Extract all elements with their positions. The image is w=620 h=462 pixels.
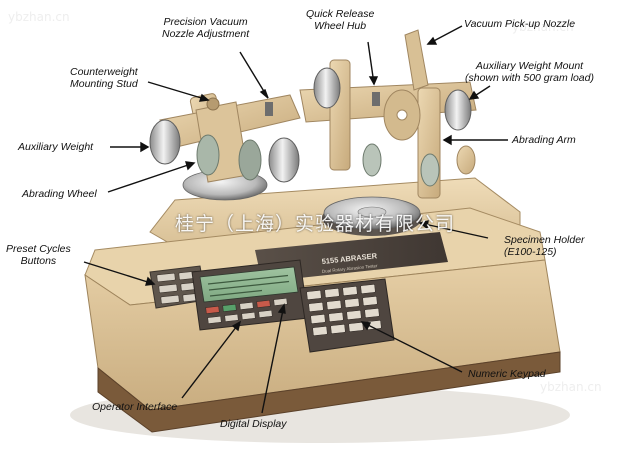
- watermark: ybzhan.cn: [540, 380, 602, 394]
- auxiliary-weight-left: [149, 119, 181, 165]
- watermark: ybzhan.cn: [8, 10, 70, 24]
- operator-key-green[interactable]: [222, 304, 237, 312]
- label-operator-interface: Operator Interface: [92, 401, 178, 413]
- arrowhead: [145, 276, 156, 286]
- arrowhead: [277, 303, 286, 314]
- company-watermark-banner: 桂宁（上海）实验器材有限公司: [174, 213, 455, 235]
- operator-key-red[interactable]: [205, 306, 220, 314]
- left-arm-assembly: [149, 93, 301, 183]
- abrading-wheel-right: [420, 153, 440, 187]
- arrowhead: [231, 320, 242, 332]
- preset-button[interactable]: [156, 272, 176, 283]
- operator-key[interactable]: [258, 310, 273, 318]
- specimen-holder-hub: [357, 206, 387, 218]
- arrowhead: [442, 134, 452, 146]
- label-vacuum-pickup-nozzle: Vacuum Pick-up Nozzle: [464, 18, 576, 30]
- counterweight-stud: [206, 97, 220, 111]
- preset-buttons: [156, 270, 202, 305]
- label-numeric-keypad: Numeric Keypad: [468, 368, 546, 380]
- label-abrading-arm: Abrading Arm: [512, 134, 576, 146]
- digital-display-screen: [199, 266, 299, 303]
- auxiliary-weight-mount-weight: [444, 89, 472, 131]
- arrowhead: [426, 36, 438, 45]
- vacuum-nozzle-knob: [265, 102, 273, 116]
- arrowhead: [418, 220, 429, 230]
- arrowhead: [185, 161, 196, 171]
- vacuum-pickup-nozzle: [404, 29, 429, 91]
- watermark: ybzhan.cn: [512, 20, 574, 34]
- arrowhead: [198, 93, 210, 102]
- label-abrading-wheel: Abrading Wheel: [22, 188, 97, 200]
- label-preset-cycles-buttons: Preset Cycles Buttons: [6, 243, 71, 267]
- leader-lines: [83, 25, 508, 414]
- machine-base: [97, 351, 561, 433]
- arrowhead: [140, 141, 150, 153]
- display-text-lines: [207, 274, 290, 297]
- label-auxiliary-weight-mount: Auxiliary Weight Mount (shown with 500 g…: [465, 60, 594, 84]
- auxiliary-weight-right: [268, 137, 300, 183]
- abrading-wheel: [238, 139, 262, 181]
- label-counterweight-mounting-stud: Counterweight Mounting Stud: [70, 66, 138, 90]
- arrowhead: [468, 90, 480, 100]
- arm-hub-hole: [396, 109, 408, 121]
- model-plate-subtitle: Dual Rotary Abrasion Tester: [322, 263, 379, 274]
- operator-keys: [205, 298, 288, 324]
- label-auxiliary-weight: Auxiliary Weight: [18, 141, 94, 153]
- arrowhead: [259, 89, 269, 99]
- label-specimen-holder: Specimen Holder (E100-125): [504, 234, 585, 258]
- operator-key-red[interactable]: [256, 300, 271, 308]
- preset-button[interactable]: [158, 283, 178, 294]
- quick-release-hub: [372, 92, 380, 106]
- preset-button[interactable]: [160, 294, 180, 305]
- label-quick-release-wheel-hub: Quick Release Wheel Hub: [306, 8, 375, 32]
- right-end-cap: [456, 145, 476, 175]
- right-arm-assembly: [299, 29, 477, 199]
- operator-key[interactable]: [241, 312, 256, 320]
- operator-key[interactable]: [239, 302, 254, 310]
- model-plate: [255, 232, 448, 282]
- label-precision-vacuum-nozzle-adjustment: Precision Vacuum Nozzle Adjustment: [162, 16, 250, 40]
- operator-key[interactable]: [224, 314, 239, 322]
- numeric-keypad-keys: [306, 284, 382, 336]
- arrowhead: [368, 76, 379, 86]
- operator-key[interactable]: [207, 316, 222, 324]
- abrading-wheel: [196, 134, 220, 176]
- auxiliary-weight-mount-weight-left: [313, 67, 341, 109]
- label-digital-display: Digital Display: [220, 418, 287, 430]
- operator-key[interactable]: [273, 298, 288, 306]
- arrowhead: [360, 321, 372, 331]
- abrading-wheel-right: [362, 143, 382, 177]
